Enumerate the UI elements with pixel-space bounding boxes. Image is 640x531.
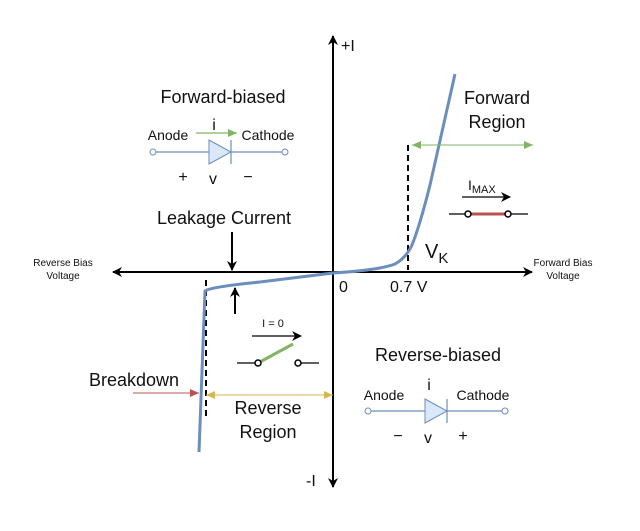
forward-minus: − xyxy=(243,169,252,186)
reverse-anode-label: Anode xyxy=(364,387,405,403)
knee-voltage-label: 0.7 V xyxy=(390,279,428,296)
forward-region-label-2: Region xyxy=(468,112,525,132)
breakdown-label: Breakdown xyxy=(89,370,179,390)
forward-current-label: i xyxy=(212,117,216,134)
reverse-voltage: v xyxy=(424,430,432,447)
forward-diode-symbol: Forward-biased Anode Cathode i + v − xyxy=(148,87,295,188)
reverse-minus: − xyxy=(393,428,402,445)
reverse-region-label-1: Reverse xyxy=(234,398,301,418)
y-neg-label: -I xyxy=(306,473,316,490)
reverse-region-label-2: Region xyxy=(239,422,296,442)
forward-anode-label: Anode xyxy=(148,127,189,143)
forward-voltage: v xyxy=(209,171,217,188)
iv-curve xyxy=(197,73,457,453)
reverse-diode-symbol: Reverse-biased Anode Cathode i − v + xyxy=(364,345,510,447)
origin-label: 0 xyxy=(339,279,348,296)
forward-plus: + xyxy=(178,169,187,186)
closed-switch-label: IMAX xyxy=(468,177,496,196)
forward-cathode-label: Cathode xyxy=(242,127,295,143)
reverse-cathode-label: Cathode xyxy=(457,387,510,403)
vk-label: VK xyxy=(425,241,448,267)
y-pos-label: +I xyxy=(341,38,355,55)
open-switch-label: I = 0 xyxy=(262,318,284,330)
x-pos-label-1: Forward Bias xyxy=(534,258,593,269)
x-neg-label-1: Reverse Bias xyxy=(33,258,92,269)
closed-switch: IMAX xyxy=(449,177,528,218)
forward-region-label-1: Forward xyxy=(464,88,530,108)
reverse-plus: + xyxy=(458,428,467,445)
reverse-diode-title: Reverse-biased xyxy=(375,345,501,365)
forward-diode-title: Forward-biased xyxy=(160,87,285,107)
x-neg-label-2: Voltage xyxy=(46,271,80,282)
leakage-label: Leakage Current xyxy=(157,208,291,228)
reverse-current-label: i xyxy=(427,377,431,394)
x-pos-label-2: Voltage xyxy=(546,271,580,282)
open-switch: I = 0 xyxy=(237,318,319,367)
